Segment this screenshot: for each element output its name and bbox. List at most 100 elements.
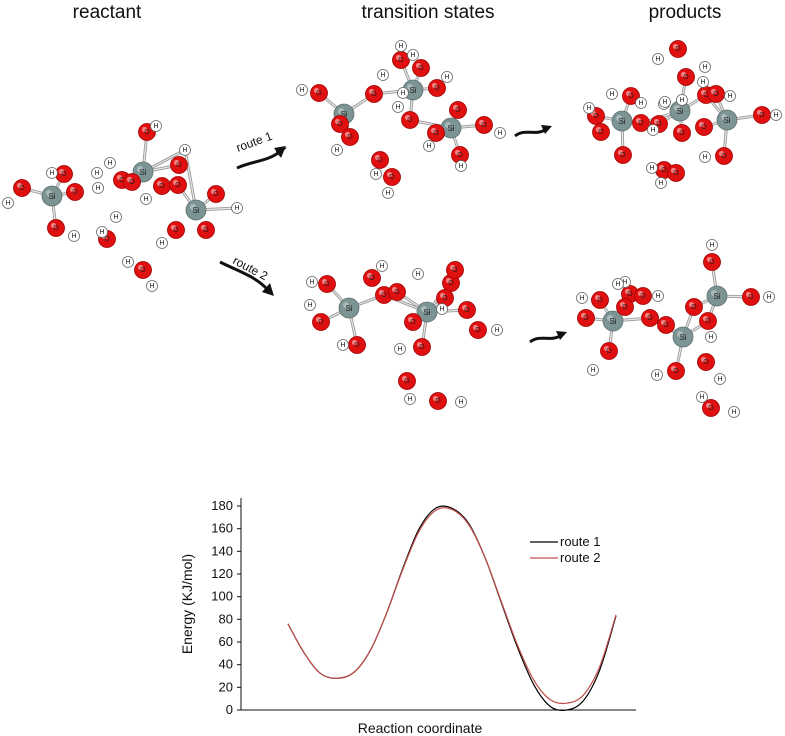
svg-text:H: H [234,205,239,212]
oxygen-atom: O [167,221,185,239]
svg-text:H: H [717,376,722,383]
hydrogen-atom: H [306,276,318,288]
svg-text:O: O [679,130,685,137]
svg-text:O: O [583,315,589,322]
svg-text:H: H [107,160,112,167]
series-line-route2 [287,507,617,705]
y-tick-label: 20 [219,679,233,694]
svg-text:O: O [673,170,679,177]
oxygen-atom: O [614,146,632,164]
svg-text:H: H [385,190,390,197]
oxygen-atom: O [170,156,188,174]
oxygen-atom: O [475,116,493,134]
svg-text:O: O [661,167,667,174]
svg-text:H: H [650,127,655,134]
svg-text:O: O [597,297,603,304]
svg-text:H: H [400,90,405,97]
svg-text:H: H [458,399,463,406]
oxygen-atom: O [707,85,725,103]
hydrogen-atom: H [651,369,663,381]
svg-text:Si: Si [345,304,352,313]
svg-text:O: O [663,322,669,329]
svg-text:H: H [655,56,660,63]
svg-text:Si: Si [340,110,347,119]
svg-text:H: H [655,293,660,300]
svg-text:H: H [494,327,499,334]
hydrogen-atom: H [699,61,711,73]
hydrogen-atom: H [770,109,782,121]
hydrogen-atom: H [583,102,595,114]
hydrogen-atom: H [652,290,664,302]
y-tick-label: 80 [219,611,233,626]
svg-text:O: O [347,134,353,141]
oxygen-atom: O [577,309,595,327]
oxygen-atom: O [634,287,652,305]
svg-text:Si: Si [409,86,416,95]
svg-text:H: H [410,52,415,59]
svg-text:O: O [434,85,440,92]
oxygen-atom: O [592,123,610,141]
oxygen-atom: O [398,372,416,390]
route2-label: route 2 [231,253,271,283]
header-reactant: reactant [72,2,142,23]
svg-text:H: H [99,229,104,236]
svg-text:H: H [702,64,707,71]
hydrogen-atom: H [331,144,343,156]
svg-text:O: O [398,57,404,64]
svg-text:O: O [377,157,383,164]
svg-text:O: O [410,319,416,326]
svg-text:H: H [307,302,312,309]
svg-text:H: H [766,294,771,301]
svg-text:H: H [638,100,643,107]
svg-text:O: O [418,65,424,72]
svg-text:H: H [95,185,100,192]
svg-text:O: O [371,91,377,98]
svg-text:O: O [475,327,481,334]
oxygen-atom: O [310,84,328,102]
svg-text:H: H [727,93,732,100]
hydrogen-atom: H [494,127,506,139]
svg-text:O: O [455,107,461,114]
hydrogen-atom: H [96,226,108,238]
svg-text:H: H [700,79,705,86]
hydrogen-atom: H [763,291,775,303]
oxygen-atom: O [703,253,721,271]
svg-text:O: O [705,318,711,325]
svg-text:O: O [691,304,697,311]
svg-text:O: O [638,120,644,127]
svg-text:H: H [395,104,400,111]
oxygen-atom: O [388,283,406,301]
svg-text:O: O [656,121,662,128]
x-axis-label: Reaction coordinate [358,720,483,736]
svg-text:O: O [354,342,360,349]
oxygen-atom: O [742,288,760,306]
route1-label: route 1 [234,129,274,155]
hydrogen-atom: H [150,120,162,132]
oxygen-atom: O [677,68,695,86]
svg-text:H: H [5,200,10,207]
hydrogen-atom: H [91,167,103,179]
svg-text:H: H [622,279,627,286]
svg-text:O: O [647,315,653,322]
oxygen-atom: O [695,118,713,136]
svg-text:O: O [683,74,689,81]
hydrogen-atom: H [612,278,624,290]
oxygen-atom: O [169,176,187,194]
svg-text:H: H [497,130,502,137]
oxygen-atom: O [331,115,349,133]
hydrogen-atom: H [423,140,435,152]
svg-text:O: O [673,368,679,375]
hydrogen-atom: H [392,101,404,113]
svg-text:O: O [381,292,387,299]
oxygen-atom: O [412,59,430,77]
svg-text:H: H [662,99,667,106]
svg-text:H: H [49,170,54,177]
svg-text:O: O [598,129,604,136]
svg-text:O: O [61,171,67,178]
hydrogen-atom: H [724,90,736,102]
hydrogen-atom: H [646,162,658,174]
oxygen-atom: O [641,309,659,327]
svg-text:H: H [340,342,345,349]
hydrogen-atom: H [296,84,308,96]
